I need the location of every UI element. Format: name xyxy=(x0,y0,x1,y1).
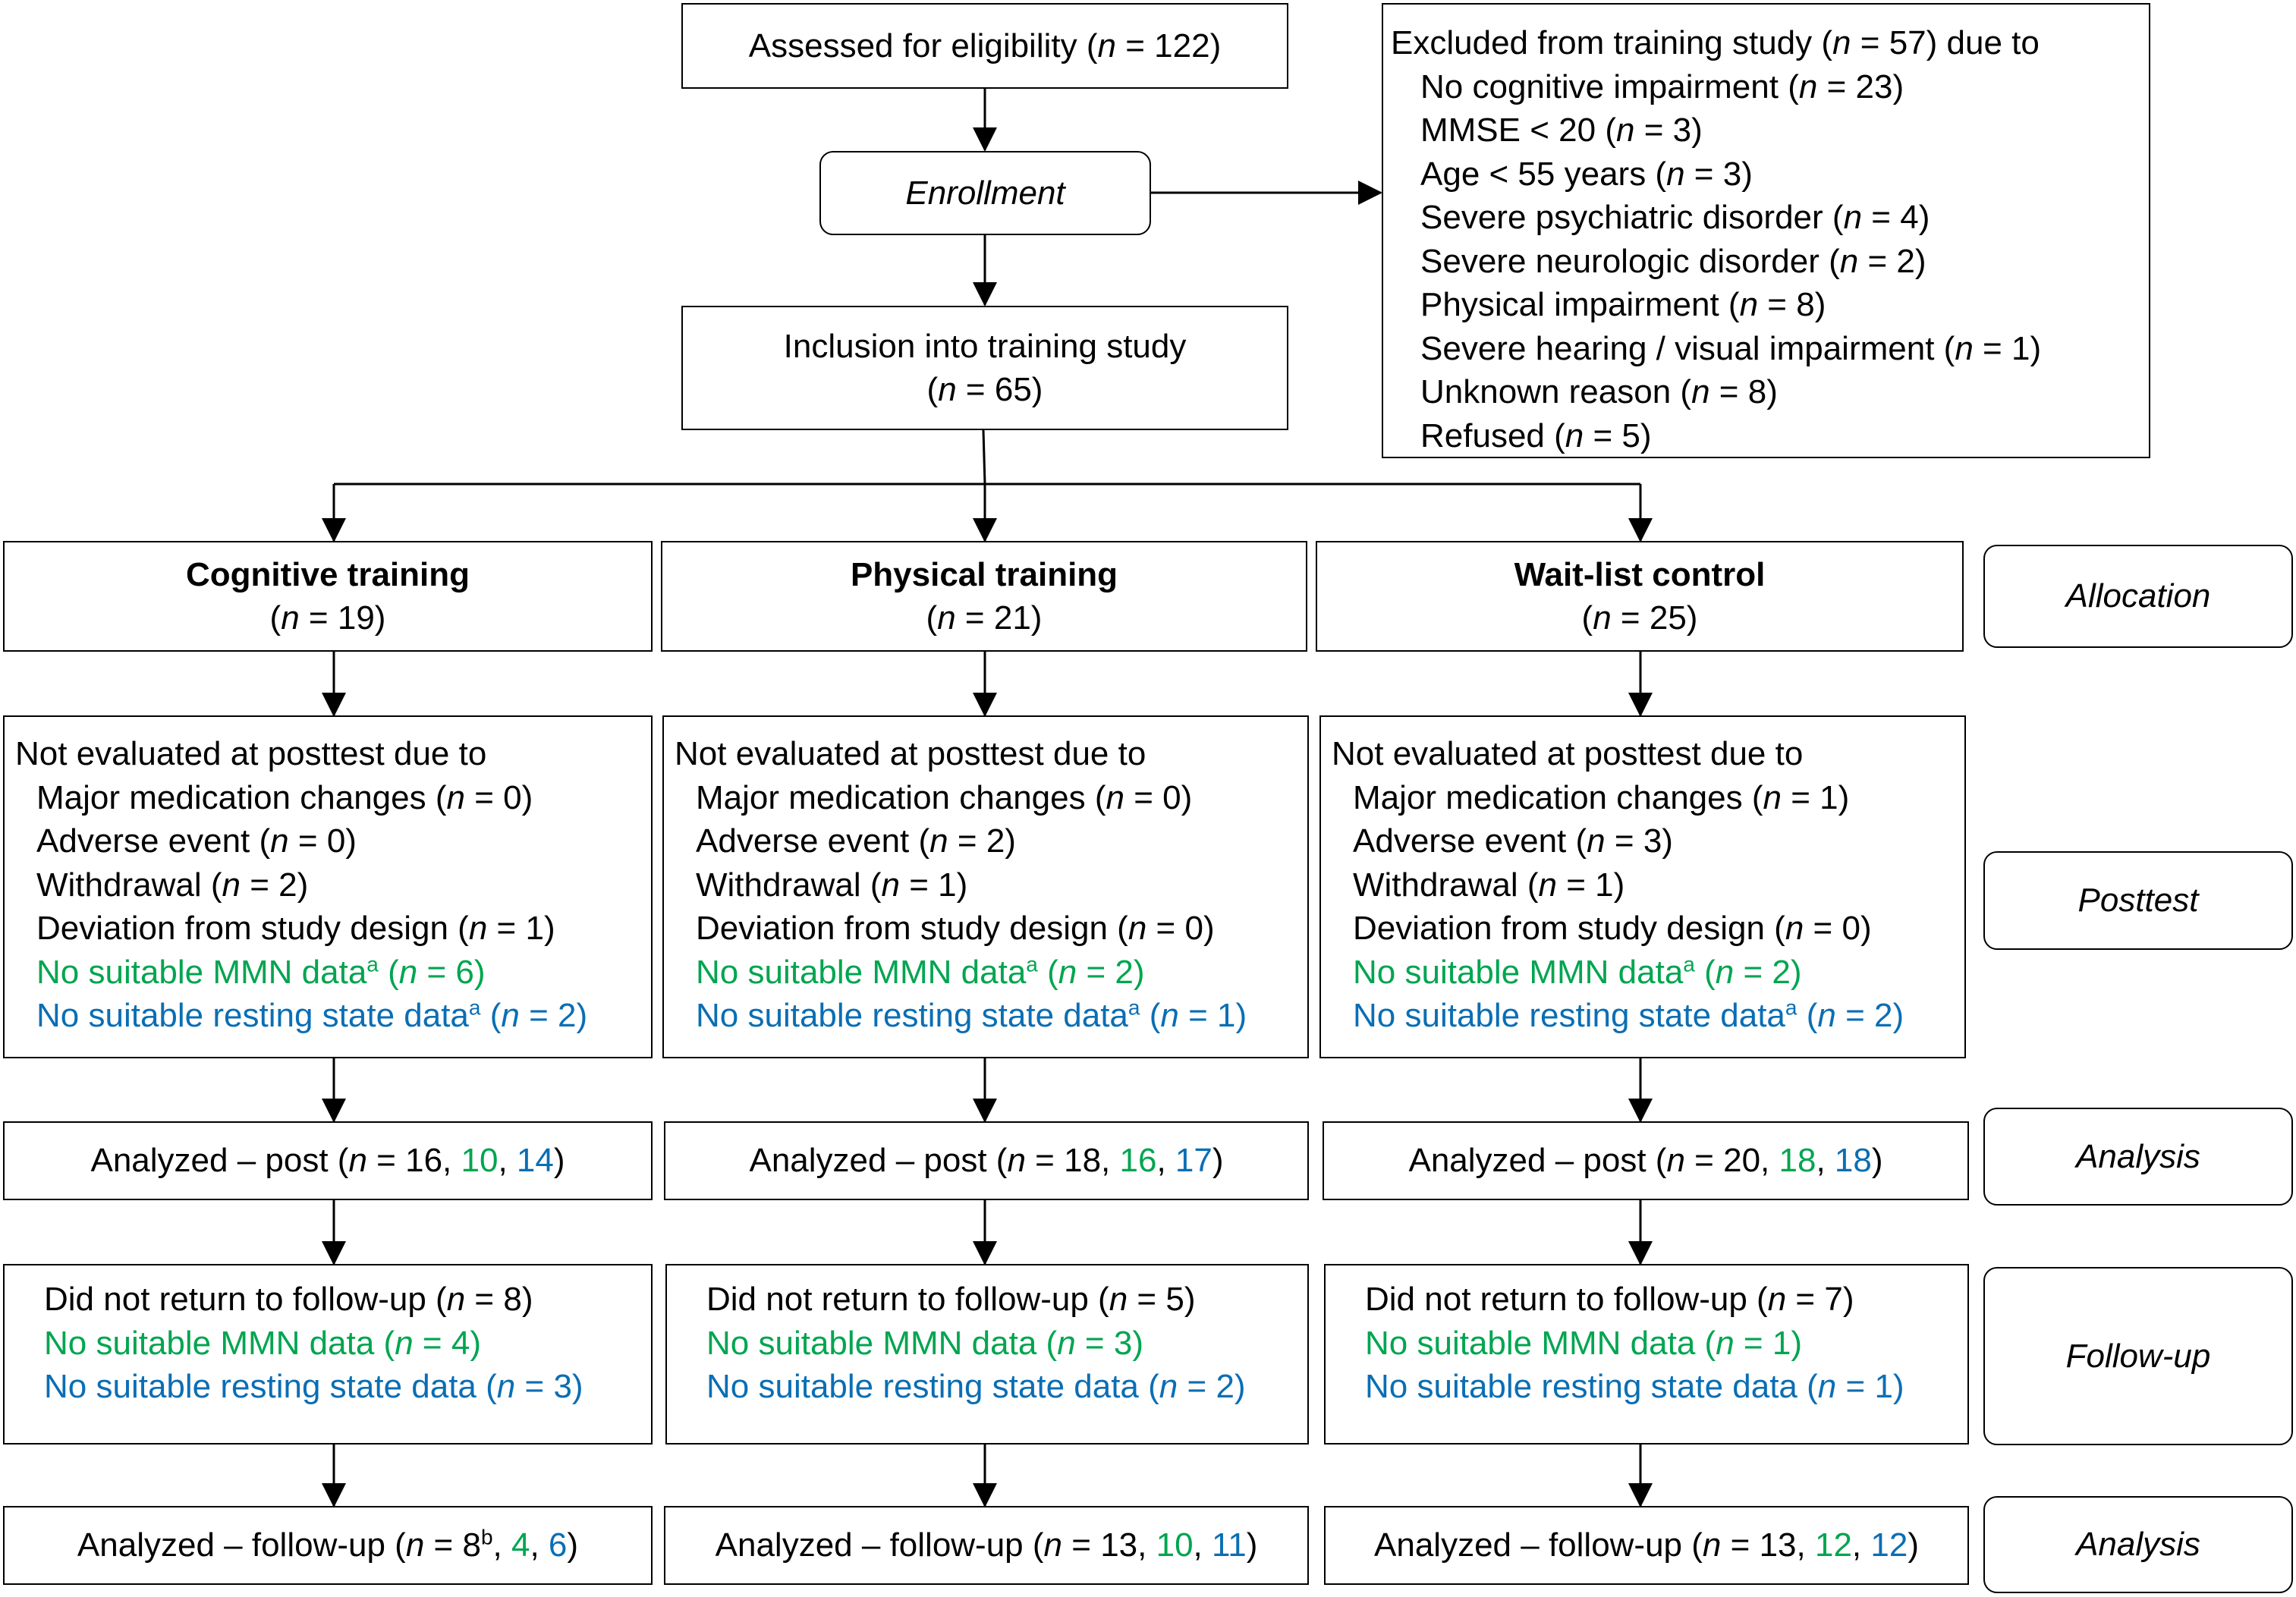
posttest-header: Not evaluated at posttest due to xyxy=(1332,735,1804,772)
posttest-medication: Major medication changes (n = 0) xyxy=(696,778,1193,816)
enrollment-label: Enrollment xyxy=(905,174,1065,212)
excluded-reason: Physical impairment (n = 8) xyxy=(1420,286,1826,323)
followup-rest: No suitable resting state data (n = 1) xyxy=(1365,1368,1904,1405)
followup-rest: No suitable resting state data (n = 2) xyxy=(706,1368,1246,1405)
followup-rest: No suitable resting state data (n = 3) xyxy=(44,1368,583,1405)
group-n: (n = 25) xyxy=(1581,599,1698,637)
inclusion-label: Inclusion into training study xyxy=(783,327,1187,365)
posttest-withdrawal: Withdrawal (n = 2) xyxy=(36,866,309,904)
stage-label-analysis-followup: Analysis xyxy=(1983,1496,2293,1593)
stage-label-followup: Follow-up xyxy=(1983,1267,2293,1445)
assessed-text: Assessed for eligibility (n = 122) xyxy=(748,27,1222,64)
excluded-reason: Severe hearing / visual impairment (n = … xyxy=(1420,329,2042,367)
analyzed-post-text: Analyzed – post (n = 18, 16, 17) xyxy=(749,1142,1224,1180)
analyzed-followup-box: Analyzed – follow-up (n = 13, 12, 12) xyxy=(1324,1506,1969,1585)
posttest-deviation: Deviation from study design (n = 0) xyxy=(1353,910,1872,947)
posttest-deviation: Deviation from study design (n = 1) xyxy=(36,910,555,947)
excluded-header: Excluded from training study (n = 57) du… xyxy=(1391,24,2040,61)
excluded-reason: No cognitive impairment (n = 23) xyxy=(1420,68,1904,105)
followup-not-return: Did not return to follow-up (n = 7) xyxy=(1365,1281,1854,1318)
enrollment-box: Enrollment xyxy=(819,151,1151,235)
excluded-reason: Severe psychiatric disorder (n = 4) xyxy=(1420,199,1930,236)
stage-label-posttest: Posttest xyxy=(1983,851,2293,950)
followup-not-return: Did not return to follow-up (n = 8) xyxy=(44,1281,533,1318)
analyzed-followup-box: Analyzed – follow-up (n = 8b, 4, 6) xyxy=(3,1506,653,1585)
posttest-box: Not evaluated at posttest due to Major m… xyxy=(662,715,1309,1058)
posttest-medication: Major medication changes (n = 1) xyxy=(1353,778,1850,816)
followup-box: Did not return to follow-up (n = 8) No s… xyxy=(3,1264,653,1445)
posttest-rest: No suitable resting state dataa (n = 2) xyxy=(36,995,588,1034)
inclusion-box: Inclusion into training study (n = 65) xyxy=(681,306,1288,430)
posttest-header: Not evaluated at posttest due to xyxy=(675,735,1146,772)
analyzed-post-box: Analyzed – post (n = 20, 18, 18) xyxy=(1323,1121,1969,1200)
allocation-box: Cognitive training (n = 19) xyxy=(3,541,653,652)
excluded-reason: Severe neurologic disorder (n = 2) xyxy=(1420,242,1926,280)
allocation-box: Wait-list control (n = 25) xyxy=(1316,541,1964,652)
analyzed-post-box: Analyzed – post (n = 18, 16, 17) xyxy=(664,1121,1309,1200)
posttest-mmn: No suitable MMN dataa (n = 6) xyxy=(36,951,486,991)
group-n: (n = 19) xyxy=(269,599,386,637)
posttest-header: Not evaluated at posttest due to xyxy=(15,735,487,772)
followup-box: Did not return to follow-up (n = 7) No s… xyxy=(1324,1264,1969,1445)
inclusion-n: (n = 65) xyxy=(926,371,1043,408)
analyzed-post-box: Analyzed – post (n = 16, 10, 14) xyxy=(3,1121,653,1200)
excluded-box: Excluded from training study (n = 57) du… xyxy=(1382,3,2150,458)
followup-not-return: Did not return to follow-up (n = 5) xyxy=(706,1281,1196,1318)
excluded-reason: Refused (n = 5) xyxy=(1420,417,1652,454)
followup-mmn: No suitable MMN data (n = 1) xyxy=(1365,1324,1802,1362)
excluded-reason: MMSE < 20 (n = 3) xyxy=(1420,112,1703,149)
assessed-box: Assessed for eligibility (n = 122) xyxy=(681,3,1288,89)
followup-box: Did not return to follow-up (n = 5) No s… xyxy=(665,1264,1309,1445)
stage-label-analysis-post: Analysis xyxy=(1983,1108,2293,1206)
posttest-rest: No suitable resting state dataa (n = 1) xyxy=(696,995,1247,1034)
analyzed-followup-text: Analyzed – follow-up (n = 13, 10, 11) xyxy=(715,1526,1258,1564)
excluded-reason: Age < 55 years (n = 3) xyxy=(1420,155,1753,193)
split-stem xyxy=(982,429,986,485)
posttest-medication: Major medication changes (n = 0) xyxy=(36,778,533,816)
analyzed-followup-box: Analyzed – follow-up (n = 13, 10, 11) xyxy=(664,1506,1309,1585)
posttest-adverse: Adverse event (n = 0) xyxy=(36,822,357,860)
followup-mmn: No suitable MMN data (n = 4) xyxy=(44,1324,481,1362)
group-name: Physical training xyxy=(850,555,1118,593)
group-name: Cognitive training xyxy=(186,555,470,593)
followup-mmn: No suitable MMN data (n = 3) xyxy=(706,1324,1143,1362)
analyzed-post-text: Analyzed – post (n = 20, 18, 18) xyxy=(1408,1142,1883,1180)
group-n: (n = 21) xyxy=(926,599,1043,637)
posttest-withdrawal: Withdrawal (n = 1) xyxy=(1353,866,1625,904)
posttest-deviation: Deviation from study design (n = 0) xyxy=(696,910,1215,947)
analyzed-followup-text: Analyzed – follow-up (n = 8b, 4, 6) xyxy=(77,1525,579,1564)
allocation-box: Physical training (n = 21) xyxy=(661,541,1307,652)
analyzed-post-text: Analyzed – post (n = 16, 10, 14) xyxy=(90,1142,565,1180)
group-name: Wait-list control xyxy=(1514,555,1766,593)
posttest-withdrawal: Withdrawal (n = 1) xyxy=(696,866,968,904)
posttest-box: Not evaluated at posttest due to Major m… xyxy=(3,715,653,1058)
posttest-rest: No suitable resting state dataa (n = 2) xyxy=(1353,995,1904,1034)
posttest-adverse: Adverse event (n = 3) xyxy=(1353,822,1673,860)
posttest-box: Not evaluated at posttest due to Major m… xyxy=(1319,715,1966,1058)
analyzed-followup-text: Analyzed – follow-up (n = 13, 12, 12) xyxy=(1374,1526,1919,1564)
posttest-mmn: No suitable MMN dataa (n = 2) xyxy=(1353,951,1802,991)
posttest-adverse: Adverse event (n = 2) xyxy=(696,822,1016,860)
excluded-reasons: No cognitive impairment (n = 23) MMSE < 2… xyxy=(1391,65,2149,458)
stage-label-allocation: Allocation xyxy=(1983,545,2293,648)
excluded-reason: Unknown reason (n = 8) xyxy=(1420,373,1778,410)
posttest-mmn: No suitable MMN dataa (n = 2) xyxy=(696,951,1145,991)
